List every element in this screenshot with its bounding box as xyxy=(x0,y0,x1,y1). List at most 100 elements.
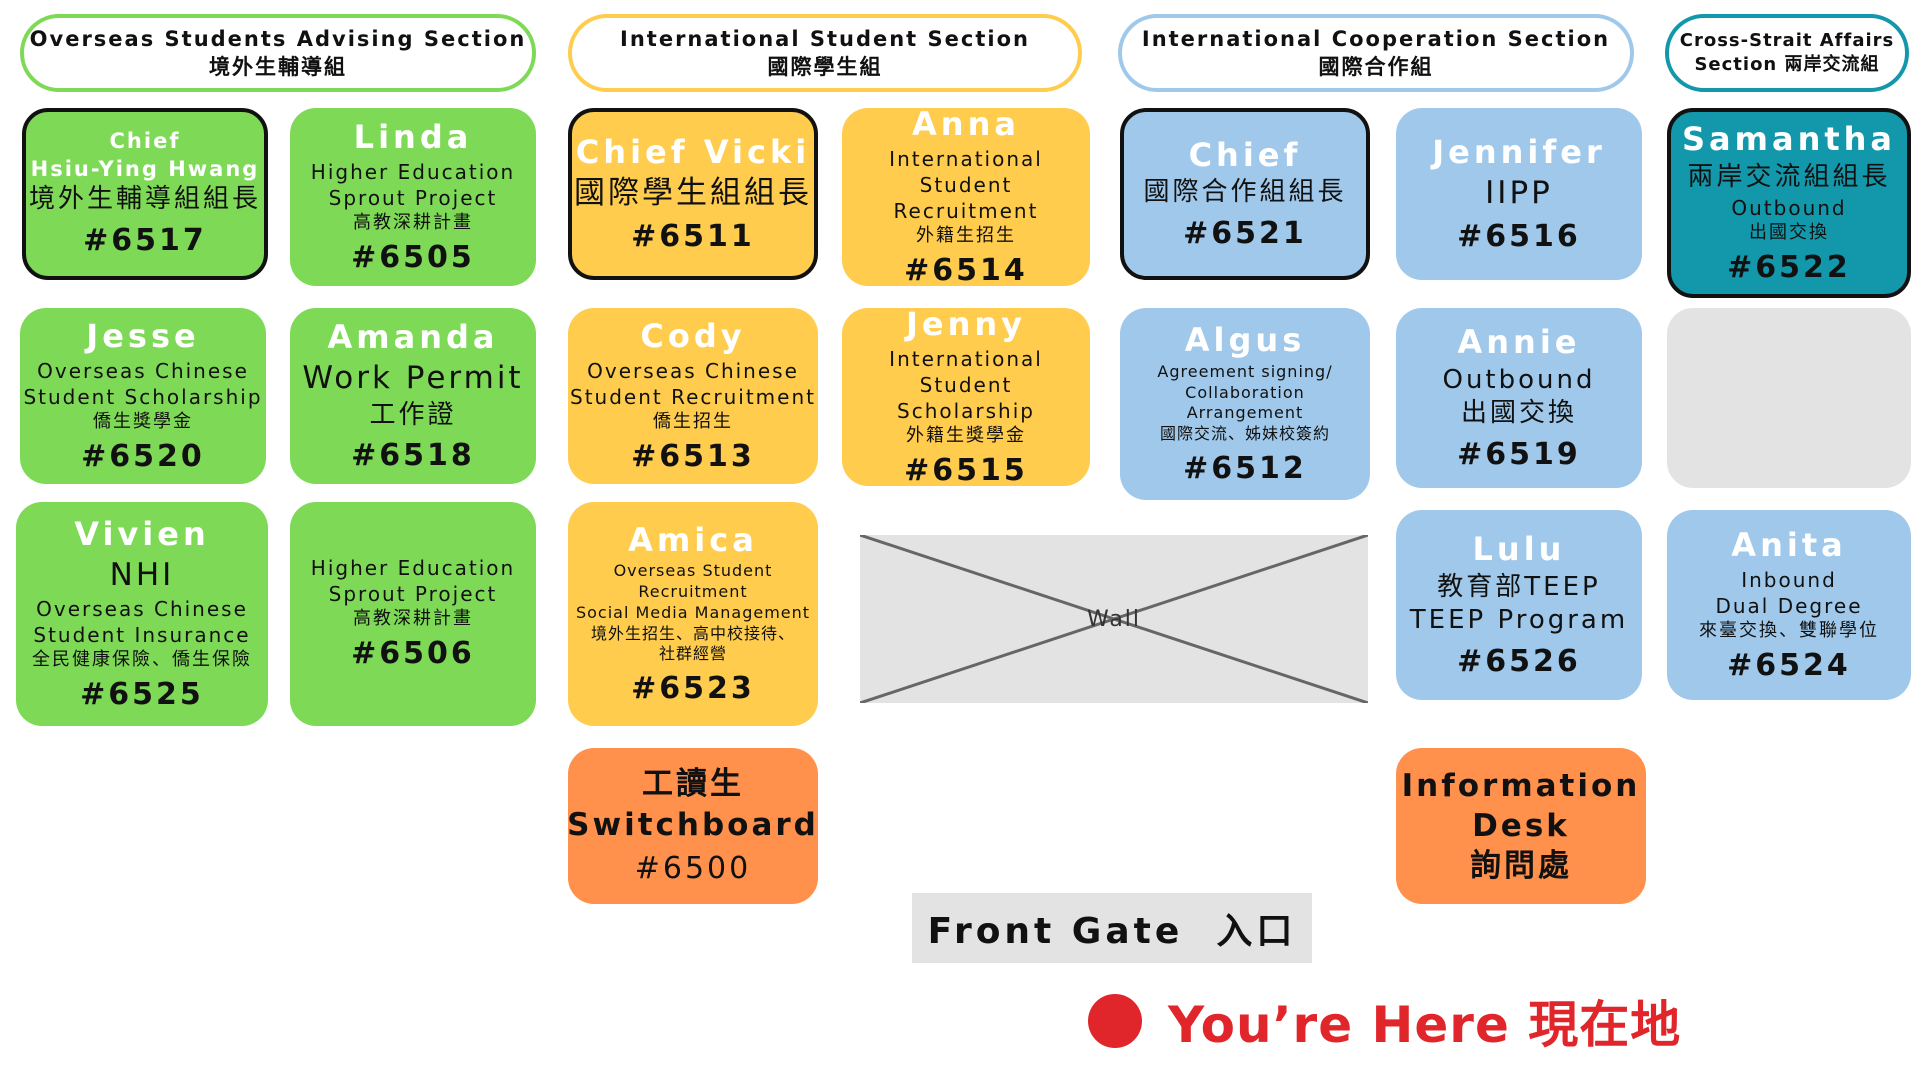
card-line: Recruitment xyxy=(893,198,1039,223)
card-line: Scholarship xyxy=(897,398,1035,423)
card-line: Overseas Chinese xyxy=(36,596,248,621)
card-name: Linda xyxy=(353,118,473,156)
card-line: Sprout Project xyxy=(328,185,498,210)
card-line: 全民健康保險、僑生保險 xyxy=(32,648,252,670)
card-jesse: Jesse Overseas Chinese Student Scholarsh… xyxy=(20,308,266,484)
card-line: Outbound xyxy=(1442,364,1596,395)
section-title-en: Cross-Strait Affairs xyxy=(1679,29,1895,51)
card-line: 外籍生招生 xyxy=(916,224,1016,246)
card-role: 國際學生組組長 xyxy=(574,175,812,212)
card-name: Anna xyxy=(912,105,1020,144)
card-amica: Amica Overseas Student Recruitment Socia… xyxy=(568,502,818,726)
section-header-international-student: International Student Section 國際學生組 xyxy=(568,14,1082,92)
card-extension: #6521 xyxy=(1183,216,1307,252)
card-sprout-project: Higher Education Sprout Project 高教深耕計畫 #… xyxy=(290,502,536,726)
card-chief-vicki: Chief Vicki 國際學生組組長 #6511 xyxy=(568,108,818,280)
card-cody: Cody Overseas Chinese Student Recruitmen… xyxy=(568,308,818,484)
card-line: Work Permit xyxy=(302,360,524,397)
card-extension: #6500 xyxy=(634,850,752,886)
card-jenny: Jenny International Student Scholarship … xyxy=(842,305,1090,488)
card-line: 工讀生 xyxy=(642,766,744,803)
card-line: Sprout Project xyxy=(328,581,498,606)
card-extension: #6512 xyxy=(1183,450,1307,486)
card-line: Student Recruitment xyxy=(570,384,816,409)
card-chief-hwang: Chief Hsiu-Ying Hwang 境外生輔導組組長 #6517 xyxy=(22,108,268,280)
card-extension: #6511 xyxy=(631,219,755,255)
card-name: Jesse xyxy=(86,317,200,355)
card-line: 教育部TEEP xyxy=(1437,571,1601,602)
card-line: Collaboration xyxy=(1185,382,1305,402)
card-name: Anita xyxy=(1731,526,1847,564)
card-extension: #6513 xyxy=(631,438,755,474)
card-switchboard: 工讀生 Switchboard #6500 xyxy=(567,748,819,904)
section-header-cooperation: International Cooperation Section 國際合作組 xyxy=(1118,14,1634,92)
wall-block: Wall xyxy=(860,535,1368,703)
card-line: Desk xyxy=(1472,807,1570,844)
you-are-here-label: You’re Here 現在地 xyxy=(1168,996,1682,1054)
section-header-overseas: Overseas Students Advising Section 境外生輔導… xyxy=(20,14,536,92)
card-extension: #6518 xyxy=(351,438,475,474)
card-name: Lulu xyxy=(1472,529,1566,568)
card-line: 社群經營 xyxy=(658,644,727,664)
front-gate-label: Front Gate 入口 xyxy=(912,893,1312,963)
card-extension: #6519 xyxy=(1457,437,1581,473)
card-name: Algus xyxy=(1184,321,1306,360)
you-are-here-marker: You’re Here 現在地 xyxy=(1088,985,1681,1057)
card-line: Overseas Chinese xyxy=(587,358,799,383)
card-line: NHI xyxy=(109,557,175,594)
card-name: Cody xyxy=(640,317,746,355)
card-annie: Annie Outbound 出國交換 #6519 xyxy=(1396,308,1642,488)
card-name: Chief Vicki xyxy=(575,132,811,171)
card-line: 境外生招生、高中校接待、 xyxy=(590,623,795,643)
card-role: 國際合作組組長 xyxy=(1143,177,1347,208)
card-extension: #6524 xyxy=(1727,647,1851,683)
card-extension: #6526 xyxy=(1457,644,1581,680)
card-line: 外籍生獎學金 xyxy=(906,424,1026,446)
card-empty-desk xyxy=(1667,308,1911,488)
card-line: Higher Education xyxy=(310,555,516,580)
card-role: 兩岸交流組組長 xyxy=(1687,161,1891,192)
card-line: Switchboard xyxy=(567,806,819,843)
card-line: Arrangement xyxy=(1186,403,1304,423)
section-title-zh: 國際學生組 xyxy=(767,55,883,79)
card-extension: #6522 xyxy=(1727,249,1851,285)
section-title-en: Overseas Students Advising Section xyxy=(29,26,527,51)
card-line: 工作證 xyxy=(369,399,457,430)
card-line: Overseas Chinese xyxy=(37,358,249,383)
card-role: 境外生輔導組組長 xyxy=(28,183,261,214)
card-name: Hsiu-Ying Hwang xyxy=(30,156,260,181)
card-anita: Anita Inbound Dual Degree 來臺交換、雙聯學位 #652… xyxy=(1667,510,1911,700)
card-line: IIPP xyxy=(1485,175,1553,212)
card-line: 來臺交換、雙聯學位 xyxy=(1699,619,1879,641)
card-extension: #6516 xyxy=(1457,219,1581,255)
card-anna: Anna International Student Recruitment 外… xyxy=(842,105,1090,288)
card-line: Higher Education xyxy=(310,159,516,184)
card-extension: #6525 xyxy=(80,677,204,713)
card-extension: #6506 xyxy=(351,636,475,672)
card-information-desk: Information Desk 詢問處 xyxy=(1396,748,1646,904)
card-lulu: Lulu 教育部TEEP TEEP Program #6526 xyxy=(1396,510,1642,700)
card-name: Chief xyxy=(1188,135,1302,174)
card-name: Jennifer xyxy=(1432,132,1606,171)
card-name: Amica xyxy=(628,520,758,559)
card-line: International Student xyxy=(889,146,1043,197)
card-vivien: Vivien NHI Overseas Chinese Student Insu… xyxy=(16,502,268,726)
card-name: Amanda xyxy=(327,317,499,356)
card-line: Outbound xyxy=(1731,195,1847,220)
card-line: Inbound xyxy=(1741,567,1837,592)
section-title-zh: Section 兩岸交流組 xyxy=(1694,54,1880,75)
card-extension: #6514 xyxy=(904,253,1028,288)
section-title-en: International Student Section xyxy=(620,26,1030,51)
card-extension: #6505 xyxy=(351,239,475,275)
card-extension: #6520 xyxy=(81,438,205,474)
section-title-zh: 境外生輔導組 xyxy=(209,55,347,79)
card-name: Samantha xyxy=(1681,120,1897,159)
card-line: Student Scholarship xyxy=(23,384,263,409)
card-line: 出國交換 xyxy=(1749,221,1829,243)
card-extension: #6523 xyxy=(631,671,755,707)
card-line: Agreement signing/ xyxy=(1157,361,1333,381)
card-line: 出國交換 xyxy=(1460,398,1577,429)
card-extension: #6515 xyxy=(904,453,1028,488)
card-line: 詢問處 xyxy=(1470,848,1572,885)
card-line: Overseas Student xyxy=(613,561,773,581)
